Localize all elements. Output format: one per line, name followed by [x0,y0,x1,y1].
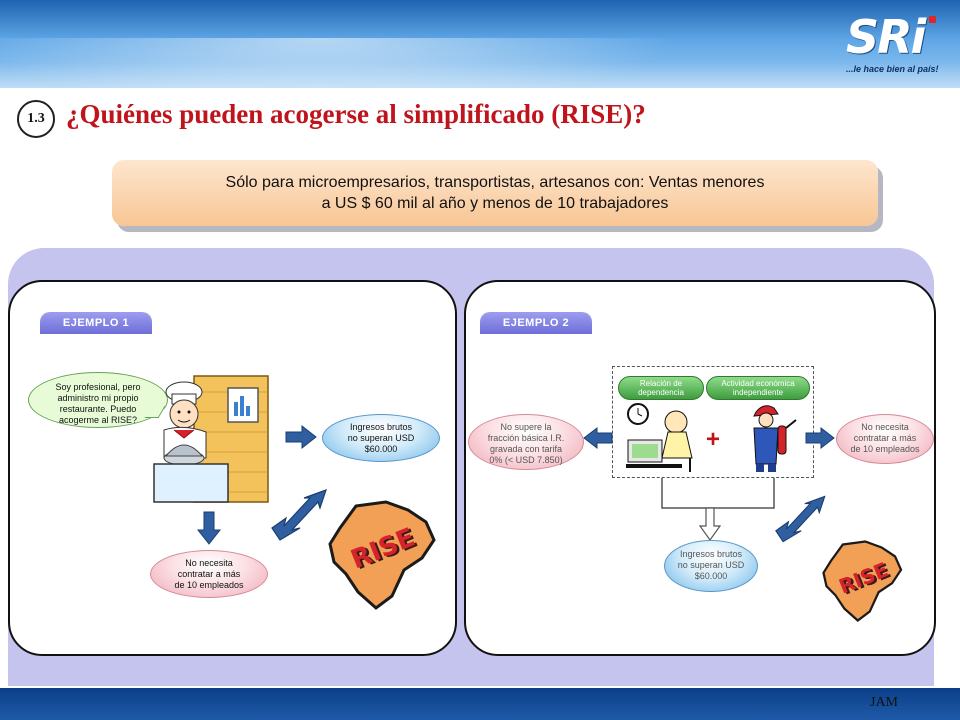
ir-line: gravada con tarifa [489,444,563,454]
arrow-down-icon [196,511,222,545]
double-arrow-icon [271,489,327,541]
speech-line: Soy profesional, pero [55,382,141,392]
ecuador-map-rise-icon [822,540,903,622]
banner-line-1: Sólo para microempresarios, transportist… [225,174,765,191]
speech-line: restaurante. Puedo [59,404,137,414]
employees-line: No necesita [861,422,909,432]
plus-sign: + [706,426,721,453]
employees-line: contratar a más [177,569,241,579]
pill-line: independiente [732,388,784,397]
employees-ellipse: No necesita contratar a más de 10 emplea… [150,550,268,598]
dependency-dashed-box [612,366,814,478]
double-arrow-icon [775,495,826,543]
footer-band [0,688,960,720]
logo-wordmark: SRi [846,10,926,64]
banner-line-2: a US $ 60 mil al año y menos de 10 traba… [321,195,669,212]
ir-line: fracción básica I.R. [487,433,565,443]
criteria-banner: Sólo para microempresarios, transportist… [112,160,878,226]
logo-slogan: ...le hace bien al país! [846,64,939,74]
speech-line: administro mi propio [57,393,139,403]
pill-dependencia: Relación de dependencia [618,376,704,400]
pill-independiente: Actividad económica independiente [706,376,810,400]
section-number-badge: 1.3 [17,100,55,138]
employees-line: No necesita [185,558,233,568]
connector-lines [661,478,775,542]
sri-logo[interactable]: SRi ...le hace bien al país! [846,10,942,82]
income-ellipse: Ingresos brutos no superan USD $60.000 [664,540,758,592]
office-worker-illustration [626,403,693,472]
ir-threshold-ellipse: No supere la fracción básica I.R. gravad… [468,414,584,470]
ecuador-map-rise-icon [328,500,436,610]
tab-example-2[interactable]: EJEMPLO 2 [480,312,592,334]
income-ellipse: Ingresos brutos no superan USD $60.000 [322,414,440,462]
income-line: no superan USD [347,433,415,443]
employees-line: de 10 empleados [174,580,244,590]
firefighter-illustration [753,405,797,472]
ir-line: 0% (< USD 7.850) [489,455,563,465]
author-initials: JAM [870,695,899,710]
income-line: Ingresos brutos [679,549,743,559]
income-line: no superan USD [677,560,745,570]
header-band: SRi ...le hace bien al país! [0,0,960,88]
arrow-right-icon [285,424,317,450]
speech-bubble: Soy profesional, pero administro mi prop… [28,372,168,428]
chef-restaurant-illustration [153,375,269,503]
pill-line: dependencia [638,388,684,397]
income-line: Ingresos brutos [349,422,413,432]
tab-example-1[interactable]: EJEMPLO 1 [40,312,152,334]
pill-line: Relación de [639,379,683,388]
pill-line: Actividad económica [721,379,795,388]
page-title: ¿Quiénes pueden acogerse al simplificado… [66,99,646,129]
employees-line: contratar a más [853,433,917,443]
income-line: $60.000 [694,571,728,581]
logo-red-dot [929,16,936,23]
header-shine [0,38,680,88]
ir-line: No supere la [500,422,552,432]
income-line: $60.000 [364,444,398,454]
arrow-right-icon [805,426,835,450]
employees-line: de 10 empleados [850,444,920,454]
employees-ellipse: No necesita contratar a más de 10 emplea… [836,414,934,464]
arrow-left-icon [583,426,613,450]
header-shine-lower [0,62,960,88]
speech-line: acogerme al RISE? [58,415,138,425]
